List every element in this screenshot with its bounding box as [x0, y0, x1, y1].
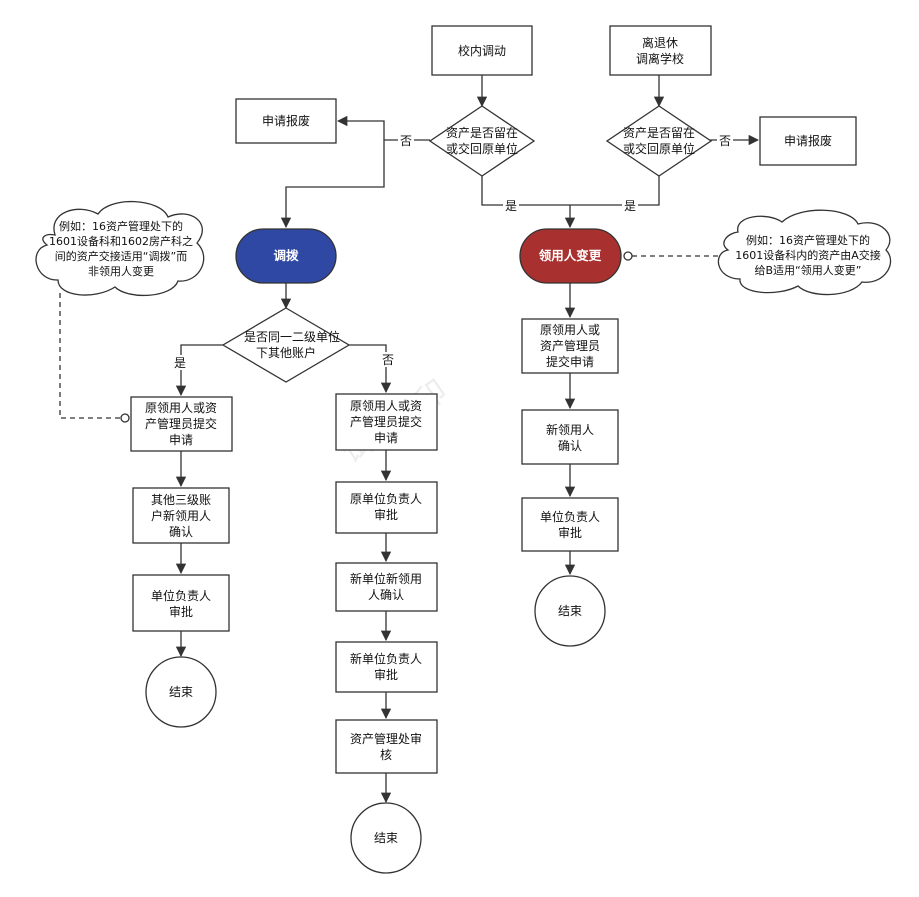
label-yes-left: 是	[505, 199, 517, 213]
node-report-right-text: 申请报废	[784, 133, 832, 148]
decision-same-unit: 是否同一二级单位 下其他账户	[221, 307, 351, 383]
node-a-approve-line1: 单位负责人	[151, 588, 211, 603]
node-a-submit-line1: 原领用人或资	[145, 401, 217, 415]
node-c-approve: 单位负责人 审批	[521, 497, 619, 552]
node-transfer-internal-text: 校内调动	[458, 43, 506, 58]
node-b-orig-approve: 原单位负责人 审批	[335, 481, 438, 534]
node-b-orig-approve-line1: 原单位负责人	[350, 491, 422, 506]
node-a-submit-line2: 产管理员提交	[145, 416, 217, 431]
node-report-left-text: 申请报废	[262, 113, 310, 128]
note-right-line1: 例如：16资产管理处下的	[746, 233, 870, 247]
node-a-submit: 原领用人或资 产管理员提交 申请	[130, 396, 233, 452]
edge-labels: 否 否 是 是 是 否	[172, 133, 733, 370]
node-b-office-review: 资产管理处审 核	[335, 719, 438, 774]
decision-right-line1: 资产是否留在	[623, 126, 695, 140]
node-b-new-confirm-line2: 人确认	[368, 588, 404, 602]
decision-same-unit-line2: 下其他账户	[256, 345, 316, 360]
node-c-confirm-line2: 确认	[558, 439, 582, 453]
node-allocate: 调拨	[235, 228, 337, 284]
node-c-confirm-line1: 新领用人	[546, 422, 594, 437]
node-b-submit-line2: 产管理员提交	[350, 414, 422, 429]
node-b-new-confirm-line1: 新单位新领用	[350, 571, 422, 586]
node-b-new-approve-line1: 新单位负责人	[350, 651, 422, 666]
node-c-submit: 原领用人或 资产管理员 提交申请	[521, 318, 619, 374]
note-left-line2: 1601设备科和1602房产科之	[49, 234, 193, 248]
node-c-submit-line3: 提交申请	[546, 354, 594, 369]
node-allocate-text: 调拨	[273, 248, 299, 263]
node-b-new-approve: 新单位负责人 审批	[335, 641, 438, 693]
node-b-submit: 原领用人或资 产管理员提交 申请	[335, 393, 438, 451]
node-c-submit-line2: 资产管理员	[540, 338, 600, 353]
node-c-confirm: 新领用人 确认	[521, 409, 619, 465]
node-report-left: 申请报废	[235, 98, 337, 144]
note-left-line1: 例如：16资产管理处下的	[59, 219, 183, 233]
node-c-approve-line2: 审批	[558, 525, 582, 540]
node-a-confirm-line1: 其他三级账	[151, 493, 211, 507]
label-no-right: 否	[719, 134, 731, 148]
node-b-new-approve-line2: 审批	[374, 667, 398, 682]
node-b-submit-line3: 申请	[374, 431, 398, 445]
node-a-approve: 单位负责人 审批	[132, 574, 230, 632]
note-right-line2: 1601设备科内的资产由A交接	[735, 248, 881, 262]
node-report-right: 申请报废	[759, 116, 857, 166]
node-change-user-text: 领用人变更	[539, 248, 602, 263]
node-a-approve-line2: 审批	[169, 604, 193, 619]
node-c-approve-line1: 单位负责人	[540, 509, 600, 524]
note-right-cloud: 例如：16资产管理处下的 1601设备科内的资产由A交接 给B适用“领用人变更”	[717, 209, 892, 296]
node-retire: 离退休 调离学校	[609, 25, 712, 76]
decision-right-line2: 或交回原单位	[623, 141, 695, 156]
node-change-user: 领用人变更	[519, 228, 622, 284]
node-a-confirm-line2: 户新领用人	[151, 508, 211, 523]
node-a-confirm-line3: 确认	[169, 525, 193, 539]
note-left-cloud: 例如：16资产管理处下的 1601设备科和1602房产科之 间的资产交接适用“调…	[35, 200, 205, 297]
node-b-orig-approve-line2: 审批	[374, 507, 398, 522]
node-retire-line2: 调离学校	[636, 51, 684, 66]
decision-left-line2: 或交回原单位	[446, 141, 518, 156]
node-b-end-text: 结束	[374, 831, 398, 845]
label-yes-right: 是	[624, 199, 636, 213]
note-left-line4: 非领用人变更	[88, 264, 154, 278]
decision-same-unit-line1: 是否同一二级单位	[244, 329, 340, 344]
node-c-submit-line1: 原领用人或	[540, 323, 600, 337]
note-left-line3: 间的资产交接适用“调拨”而	[55, 249, 187, 263]
label-no-left: 否	[400, 134, 412, 148]
label-no-same-unit: 否	[382, 353, 394, 367]
label-yes-same-unit: 是	[174, 356, 186, 370]
node-retire-line1: 离退休	[642, 35, 678, 50]
note-right-line3: 给B适用“领用人变更”	[755, 263, 862, 277]
node-c-end: 结束	[534, 575, 606, 647]
node-c-end-text: 结束	[558, 604, 582, 618]
decision-right: 资产是否留在 或交回原单位	[605, 105, 713, 177]
node-b-end: 结束	[350, 802, 422, 874]
node-b-new-confirm: 新单位新领用 人确认	[335, 562, 438, 612]
node-a-confirm: 其他三级账 户新领用人 确认	[132, 487, 230, 544]
node-a-end: 结束	[145, 656, 217, 728]
node-b-office-review-line2: 核	[380, 748, 392, 762]
decision-left: 资产是否留在 或交回原单位	[428, 105, 536, 177]
node-a-end-text: 结束	[169, 685, 193, 699]
node-a-submit-line3: 申请	[169, 433, 193, 447]
node-transfer-internal: 校内调动	[431, 25, 533, 76]
decision-left-line1: 资产是否留在	[446, 126, 518, 140]
node-b-office-review-line1: 资产管理处审	[350, 731, 422, 746]
node-b-submit-line1: 原领用人或资	[350, 399, 422, 413]
